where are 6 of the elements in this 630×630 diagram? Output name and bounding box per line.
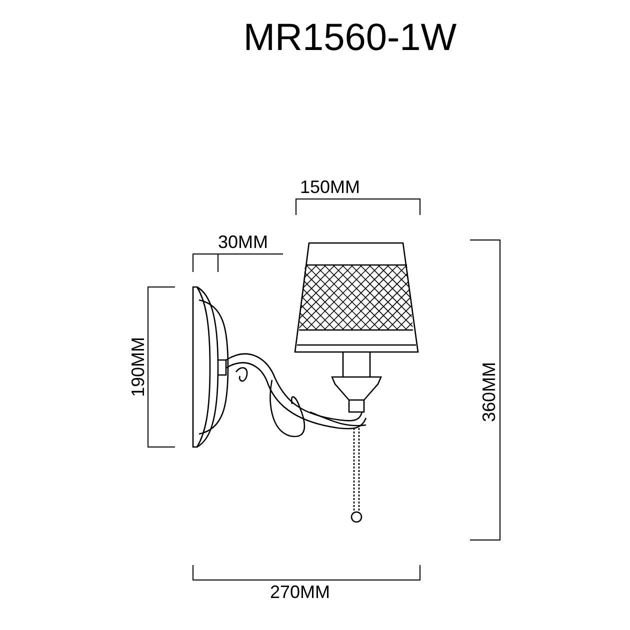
dimension-label: 360MM [480,362,498,422]
dimension-label: 30MM [218,233,268,251]
model-title: MR1560-1W [242,18,458,60]
dimension-label: 150MM [300,178,360,196]
dimension-label: 190MM [129,336,148,398]
dimension-label: 270MM [270,583,330,601]
